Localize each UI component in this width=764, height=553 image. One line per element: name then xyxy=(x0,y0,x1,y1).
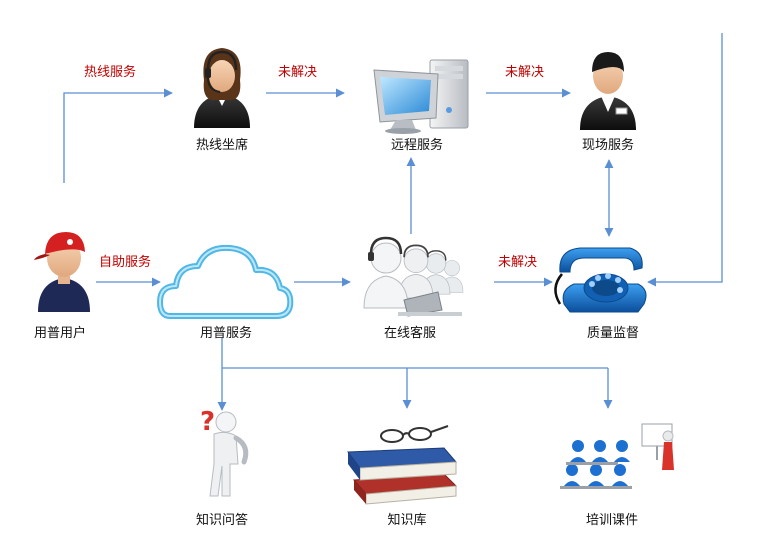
user-red-cap-icon xyxy=(34,232,90,312)
question-figure-icon: ? xyxy=(200,407,249,497)
node-label-remote-service: 远程服务 xyxy=(390,138,443,153)
desktop-computer-icon xyxy=(373,59,469,134)
headset-agent-icon xyxy=(194,48,250,128)
engineer-icon xyxy=(580,52,636,130)
rotary-phone-icon xyxy=(554,247,647,313)
edge-user-to-hotline xyxy=(63,88,173,183)
node-label-user: 用普用户 xyxy=(33,326,86,341)
edge-label-hotline-service: 热线服务 xyxy=(84,65,137,80)
edge-label-self-service: 自助服务 xyxy=(99,255,152,270)
cloud-icon xyxy=(157,244,294,319)
connectors xyxy=(63,33,723,411)
svg-text:?: ? xyxy=(200,407,215,437)
node-label-hotline-seat: 热线坐席 xyxy=(195,138,248,153)
edge-feedback-to-quality xyxy=(647,33,723,287)
classroom-icon xyxy=(560,423,674,489)
node-label-knowledge-qa: 知识问答 xyxy=(195,513,248,528)
node-label-online-support: 在线客服 xyxy=(383,326,436,341)
call-center-team-icon xyxy=(363,236,464,317)
books-glasses-icon xyxy=(347,425,458,505)
node-label-training-courseware: 培训课件 xyxy=(585,513,638,528)
node-label-yongpu-service: 用普服务 xyxy=(199,326,252,341)
edge-label-unresolved-1: 未解决 xyxy=(278,65,318,80)
node-label-quality-supervision: 质量监督 xyxy=(586,326,639,341)
node-label-onsite-service: 现场服务 xyxy=(581,138,634,153)
edge-label-unresolved-2: 未解决 xyxy=(505,65,545,80)
edge-label-unresolved-3: 未解决 xyxy=(498,255,538,270)
node-label-knowledge-base: 知识库 xyxy=(387,513,427,528)
